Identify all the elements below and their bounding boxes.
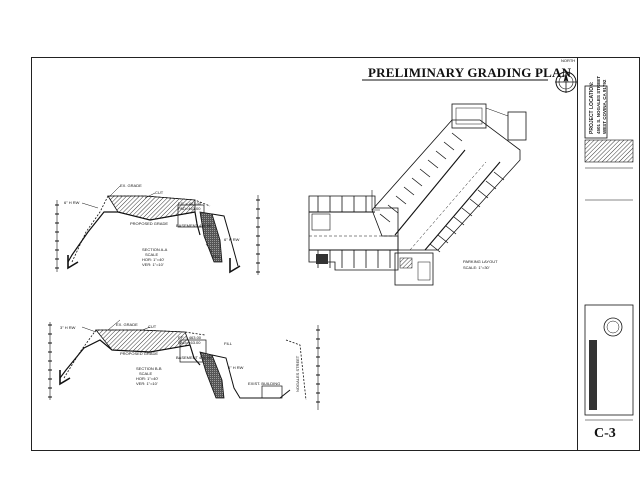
section-b-b-proposed-grade-label: PROPOSED GRADE	[120, 351, 159, 356]
parking-layout-label: PARKING LAYOUT	[463, 259, 498, 264]
title-block-details	[584, 85, 634, 421]
section-b-b-fill-label: FILL	[224, 341, 233, 346]
section-b-b-hor-scale: HOR: 1"=40'	[136, 376, 159, 381]
section-a-a	[55, 185, 260, 275]
section-b-b-left-scale	[48, 322, 52, 400]
section-a-a-hor-scale: HOR: 1"=40'	[142, 257, 165, 262]
section-b-b-title: SECTION B-B	[136, 366, 162, 371]
plan-title: PRELIMINARY GRADING PLAN	[368, 65, 572, 80]
section-b-b-ex-grade-label: EX. GRADE	[116, 322, 138, 327]
section-b-b-pad-label: PAD=463.00	[178, 340, 201, 345]
section-b-b-existing-building-label: EXIST. BUILDING	[248, 381, 281, 386]
parking-layout-plan	[308, 103, 527, 286]
parking-layout-scale: SCALE: 1"=30'	[463, 265, 490, 270]
section-a-a-title: SECTION A-A	[142, 247, 168, 252]
section-b-b-cut-label: CUT	[148, 324, 157, 329]
section-a-a-proposed-grade-label: PROPOSED GRADE	[130, 221, 169, 226]
section-b-b-scale: SCALE	[139, 371, 153, 376]
north-label: NORTH	[561, 58, 576, 63]
project-address-line2: WEST COVINA, CA 91792	[602, 79, 607, 134]
section-b-b-street-label: NOGALES STREET	[295, 355, 300, 392]
section-b-b-basement-label: BASEMENT 451.00	[176, 355, 212, 360]
section-a-a-basement-label: BASEMENT 451.00	[176, 223, 212, 228]
title-block	[577, 57, 640, 451]
section-a-a-left-scale	[55, 200, 59, 272]
section-a-a-scale: SCALE	[145, 252, 159, 257]
section-a-a-right-scale	[256, 195, 260, 275]
section-a-a-left-slope-label: 6" H RW	[64, 200, 80, 205]
section-b-b-ver-scale: VER: 1"=10'	[136, 381, 158, 386]
section-b-b-ff-label: F.F. = 463.00	[178, 335, 202, 340]
section-b-b	[48, 319, 320, 410]
section-a-a-cut-label: CUT	[155, 190, 164, 195]
section-b-b-right-scale	[316, 325, 320, 410]
north-arrow-icon	[555, 71, 577, 93]
section-a-a-ver-scale: VER: 1"=10'	[142, 262, 164, 267]
section-a-a-pad-label: PAD=463.00	[178, 206, 201, 211]
section-a-a-right-slope-label: 6" H RW	[224, 237, 240, 242]
section-b-b-right-slope-label: 6" H RW	[228, 365, 244, 370]
section-a-a-ff-label: F.F. = 463.00	[178, 201, 202, 206]
section-b-b-left-slope-label: 3" H RW	[60, 325, 76, 330]
sheet-number: C-3	[594, 426, 616, 441]
project-address-line1: 4501 S. NOGALES STREET	[596, 75, 601, 134]
project-location-label: PROJECT LOCATION:	[589, 81, 595, 134]
section-a-a-ex-grade-label: EX. GRADE	[120, 183, 142, 188]
section-a-a-fill-label: FILL	[212, 254, 221, 259]
